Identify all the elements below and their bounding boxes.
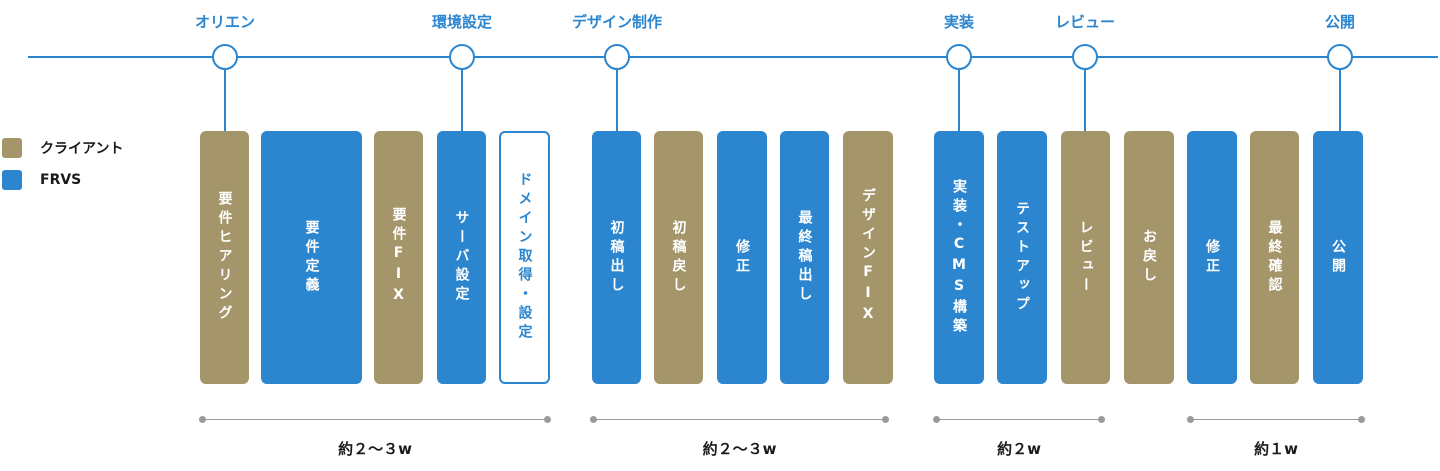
duration-end-dot: [1358, 416, 1365, 423]
task-label: デザインFIX: [860, 188, 876, 327]
task-box: レビュー: [1061, 131, 1110, 384]
milestone-node: [1072, 44, 1098, 70]
task-label: 初稿戻し: [670, 219, 687, 296]
task-box: 実装・CMS構築: [934, 131, 984, 384]
duration-line: [199, 416, 551, 423]
task-box: 要件定義: [261, 131, 362, 384]
task-label: テストアップ: [1014, 200, 1030, 315]
duration-line: [590, 416, 889, 423]
legend-label: FRVS: [40, 172, 82, 188]
duration-start-dot: [933, 416, 940, 423]
legend-label: クライアント: [40, 141, 124, 157]
duration-start-dot: [199, 416, 206, 423]
milestone-node: [946, 44, 972, 70]
task-box: 初稿出し: [592, 131, 641, 384]
task-label: 要件FIX: [390, 207, 407, 308]
task-label: お戻し: [1141, 229, 1157, 286]
task-box: ドメイン取得・設定: [499, 131, 550, 384]
milestone-label: デザイン制作: [571, 13, 663, 31]
milestone-connector: [461, 68, 463, 132]
milestone-connector: [1084, 68, 1086, 132]
task-label: 実装・CMS構築: [951, 178, 967, 337]
duration-end-dot: [544, 416, 551, 423]
milestone-label: 公開: [1324, 13, 1356, 31]
task-box: サーバ設定: [437, 131, 486, 384]
legend-swatch: [2, 138, 22, 158]
task-label: サーバ設定: [453, 210, 470, 305]
milestone-label: レビュー: [1054, 13, 1116, 31]
task-label: レビュー: [1077, 219, 1094, 296]
duration-label: 約１w: [1254, 440, 1298, 458]
task-label: 要件定義: [303, 219, 320, 296]
duration-start-dot: [590, 416, 597, 423]
duration-end-dot: [882, 416, 889, 423]
duration-label: 約２w: [997, 440, 1041, 458]
legend-item: クライアント: [2, 138, 123, 158]
milestone-node: [1327, 44, 1353, 70]
duration-end-dot: [1098, 416, 1105, 423]
milestone-node: [449, 44, 475, 70]
task-label: 公開: [1330, 238, 1346, 277]
task-label: 初稿出し: [608, 219, 625, 296]
duration-line: [933, 416, 1105, 423]
task-box: テストアップ: [997, 131, 1047, 384]
milestone-connector: [224, 68, 226, 132]
milestone-node: [212, 44, 238, 70]
task-box: 最終確認: [1250, 131, 1299, 384]
task-box: 要件ヒアリング: [200, 131, 249, 384]
milestone-label: 実装: [943, 13, 975, 31]
milestone-connector: [616, 68, 618, 132]
duration-label: 約２〜３w: [702, 440, 777, 458]
milestone-connector: [958, 68, 960, 132]
legend-swatch: [2, 170, 22, 190]
duration-start-dot: [1187, 416, 1194, 423]
task-box: 最終稿出し: [780, 131, 829, 384]
milestone-label: オリエン: [194, 13, 256, 31]
task-box: 要件FIX: [374, 131, 423, 384]
timeline-line: [28, 56, 1438, 58]
task-box: 修正: [1187, 131, 1237, 384]
task-label: ドメイン取得・設定: [516, 172, 533, 343]
milestone-connector: [1339, 68, 1341, 132]
task-label: 最終確認: [1266, 219, 1283, 296]
task-box: お戻し: [1124, 131, 1174, 384]
task-label: 修正: [1204, 238, 1220, 277]
milestone-node: [604, 44, 630, 70]
task-box: 初稿戻し: [654, 131, 703, 384]
task-label: 修正: [734, 238, 750, 277]
duration-line: [1187, 416, 1365, 423]
task-box: 修正: [717, 131, 767, 384]
legend-item: FRVS: [2, 170, 81, 190]
task-label: 最終稿出し: [796, 210, 813, 305]
milestone-label: 環境設定: [431, 13, 493, 31]
duration-label: 約２〜３w: [338, 440, 412, 458]
task-box: デザインFIX: [843, 131, 893, 384]
task-box: 公開: [1313, 131, 1363, 384]
task-label: 要件ヒアリング: [216, 191, 233, 324]
